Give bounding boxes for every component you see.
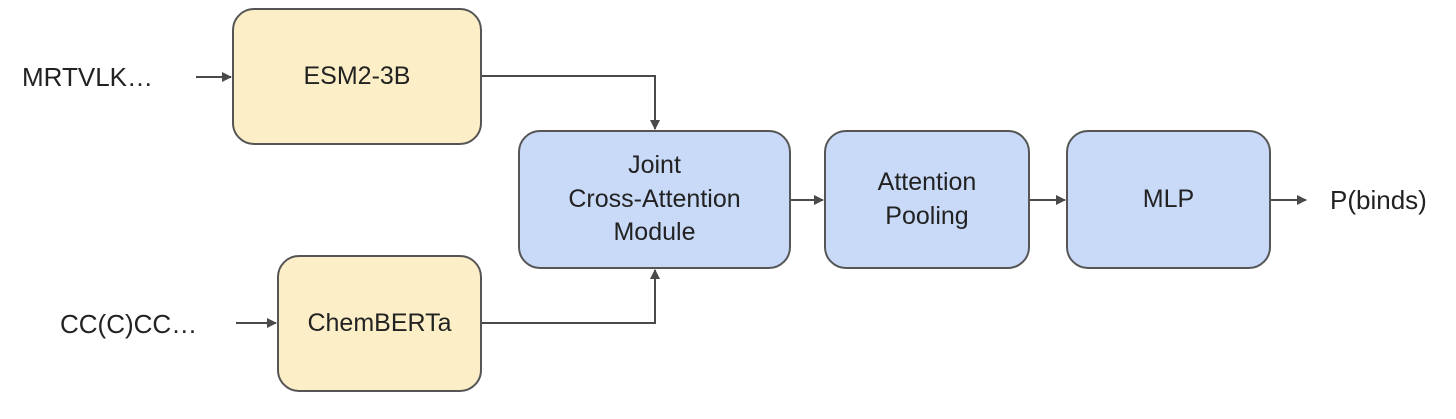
protein-sequence-input: MRTVLK… <box>22 62 153 92</box>
binding-probability-output: P(binds) <box>1330 185 1427 215</box>
esm2-encoder-block: ESM2-3B <box>232 8 482 145</box>
attention-pooling-block: Attention Pooling <box>824 130 1030 269</box>
smiles-input: CC(C)CC… <box>60 309 198 339</box>
chemberta-encoder-label: ChemBERTa <box>307 308 452 337</box>
cross-attention-label: Joint Cross-Attention Module <box>568 150 741 247</box>
cross-attention-block: Joint Cross-Attention Module <box>518 130 791 269</box>
mlp-label: MLP <box>1142 184 1195 213</box>
attention-pooling-label: Attention Pooling <box>877 167 977 230</box>
arrow-esm-to-cross-attention <box>482 75 660 130</box>
esm2-encoder-label: ESM2-3B <box>303 61 411 90</box>
mlp-block: MLP <box>1066 130 1271 269</box>
arrow-chemberta-to-cross-attention <box>482 269 660 324</box>
chemberta-encoder-block: ChemBERTa <box>277 255 482 392</box>
